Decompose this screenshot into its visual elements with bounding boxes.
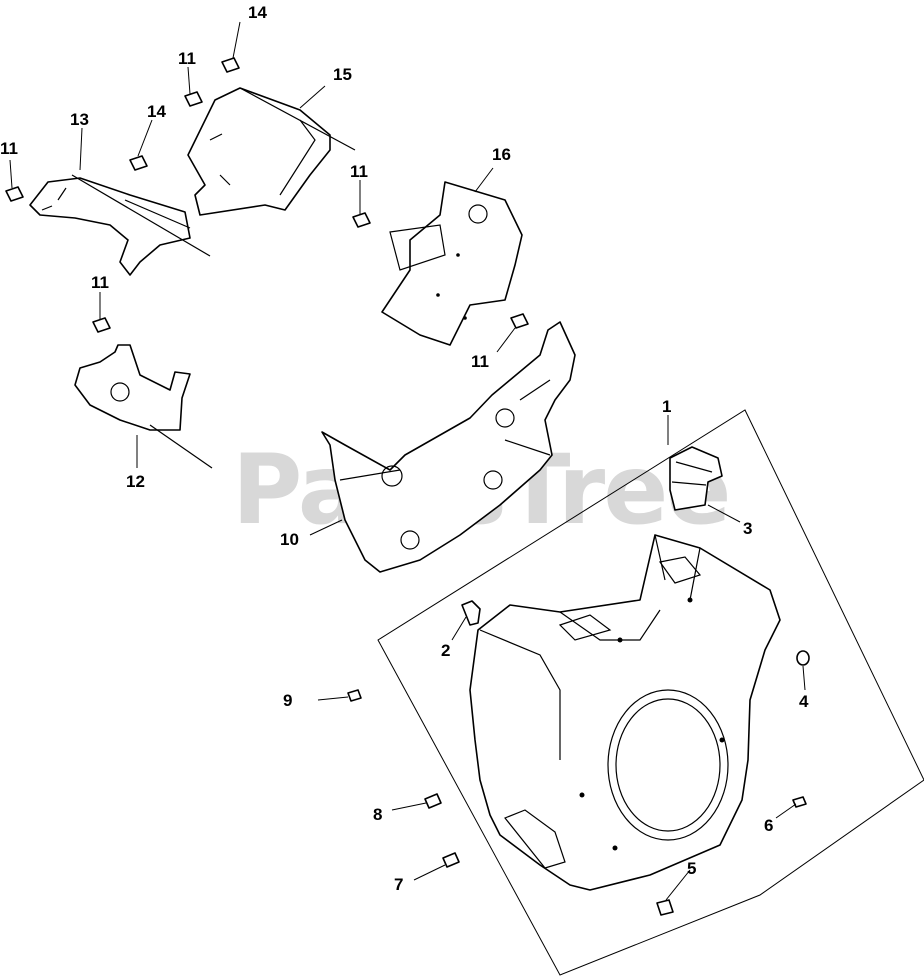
callout-11-b: 11	[178, 49, 196, 68]
part-11-screw-c[interactable]	[352, 212, 371, 228]
callout-6: 6	[764, 816, 773, 835]
callout-11-e: 11	[471, 352, 489, 371]
callout-11-d: 11	[91, 273, 109, 292]
part-6-screw[interactable]	[792, 796, 807, 808]
callout-7: 7	[394, 875, 403, 894]
callout-16: 16	[492, 145, 511, 164]
part-10-shroud[interactable]	[321, 321, 576, 573]
part-3-inlet[interactable]	[669, 446, 723, 511]
part-11-screw-e[interactable]	[510, 313, 529, 329]
callout-3: 3	[743, 519, 752, 538]
callout-labels: 1 2 3 4 5 6 7 8 9 10 11 11 11 11 11 12 1…	[0, 3, 809, 894]
callout-11-c: 11	[350, 162, 368, 181]
part-1-blower-housing[interactable]	[469, 534, 781, 891]
part-7-screw[interactable]	[442, 852, 460, 868]
part-14-screw-a[interactable]	[221, 57, 240, 73]
callout-2: 2	[441, 641, 450, 660]
callout-13: 13	[70, 110, 89, 129]
part-5-clip[interactable]	[656, 899, 674, 916]
callout-1: 1	[662, 397, 671, 416]
callout-12: 12	[126, 472, 145, 491]
assembly-group-outline	[377, 409, 924, 976]
part-9-screw[interactable]	[347, 689, 362, 702]
callout-4: 4	[799, 692, 809, 711]
part-13-bracket[interactable]	[29, 174, 211, 276]
part-14-screw-b[interactable]	[129, 155, 148, 171]
part-11-screw-b[interactable]	[184, 91, 203, 107]
callout-11-a: 11	[0, 139, 18, 158]
callout-8: 8	[373, 805, 382, 824]
callout-14-a: 14	[248, 3, 267, 22]
part-15-cover[interactable]	[187, 87, 356, 216]
part-11-screw-a[interactable]	[5, 186, 24, 202]
callout-15: 15	[333, 65, 352, 84]
part-11-screw-d[interactable]	[92, 317, 111, 333]
leader-lines	[9, 21, 806, 901]
part-16-plate[interactable]	[381, 181, 523, 346]
callout-10: 10	[280, 530, 299, 549]
part-2-clip[interactable]	[461, 600, 481, 626]
part-8-screw[interactable]	[424, 793, 442, 809]
callout-5: 5	[687, 859, 696, 878]
callout-9: 9	[283, 691, 292, 710]
callout-14-b: 14	[147, 102, 166, 121]
part-12-bracket[interactable]	[74, 344, 213, 469]
part-4-plug[interactable]	[796, 650, 810, 666]
